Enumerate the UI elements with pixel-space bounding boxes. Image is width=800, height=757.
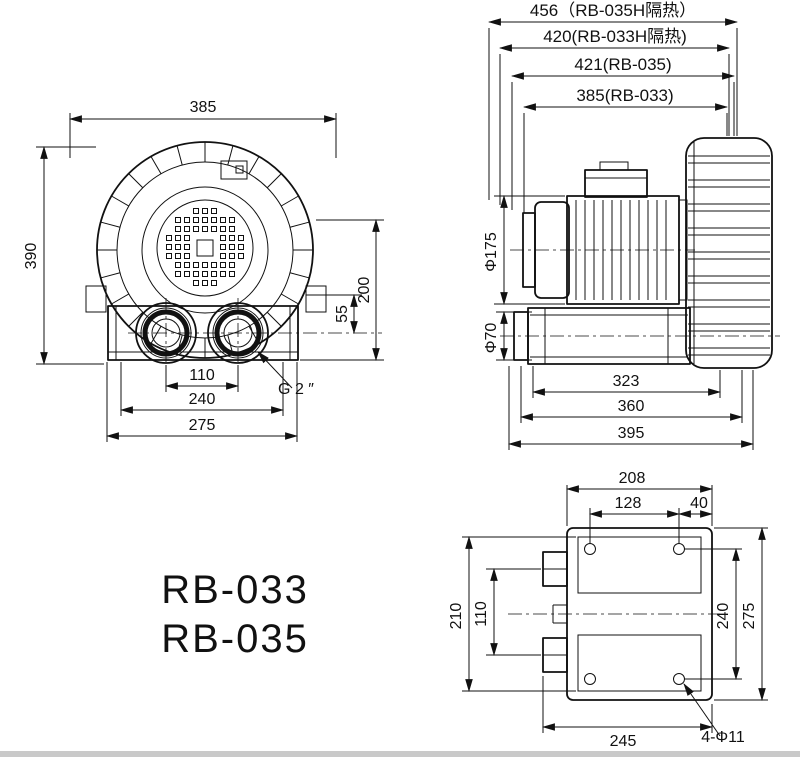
front-dimensions: 385 390 110 240 275 G 2 ″ (23, 99, 384, 442)
side-view: 456（RB-035H隔热） 420(RB-033H隔热) 421(RB-035… (483, 1, 780, 450)
dim-240-bottom: 240 (715, 603, 732, 630)
inlet-grille (166, 208, 244, 286)
terminal-box (584, 169, 648, 198)
dim-40: 40 (690, 495, 708, 512)
dim-421: 421(RB-035) (574, 55, 671, 74)
nameplate-box (220, 160, 248, 180)
dim-385-side: 385(RB-033) (576, 86, 673, 105)
bottom-pad (577, 634, 702, 692)
grille-center-plate (196, 239, 214, 257)
dim-395: 395 (618, 425, 645, 442)
model-label-rb035: RB-035 (161, 617, 309, 661)
top-pad (577, 536, 702, 594)
holes-callout: 4-Φ11 (701, 729, 745, 746)
dim-323: 323 (613, 373, 640, 390)
front-view: 385 390 110 240 275 G 2 ″ (23, 99, 384, 442)
model-label-rb033: RB-033 (161, 568, 309, 612)
thread-callout: G 2 ″ (278, 381, 314, 398)
right-mount-ear (305, 285, 327, 313)
motor (522, 161, 688, 305)
dim-front-width: 385 (190, 99, 217, 116)
base-and-ports (107, 298, 382, 372)
side-left-dimensions: Φ175 Φ70 (483, 194, 565, 362)
side-top-dimensions: 456（RB-035H隔热） 420(RB-033H隔热) 421(RB-035… (487, 1, 739, 213)
mount-hole (584, 543, 596, 555)
dim-208: 208 (619, 470, 646, 487)
left-mount-ear (85, 285, 107, 313)
dim-front-height: 390 (23, 243, 40, 270)
side-bottom-dimensions: 323 360 395 (507, 366, 755, 450)
dim-pipe-diameter: Φ70 (483, 323, 500, 354)
page-bottom-edge (0, 751, 800, 757)
mount-hole (673, 673, 685, 685)
dim-210: 210 (448, 603, 465, 630)
dim-245: 245 (610, 733, 637, 750)
dim-275-bottom: 275 (741, 603, 758, 630)
dim-456-insulated: 456（RB-035H隔热） (530, 1, 696, 20)
blower-housing-side (685, 137, 773, 369)
bottom-view: 208 128 40 210 110 240 (448, 470, 768, 750)
dim-110-bottom: 110 (473, 601, 490, 627)
nameplate-detail (235, 165, 244, 174)
housing-ribs (688, 155, 770, 356)
bottom-view-dimensions: 208 128 40 210 110 240 (448, 470, 768, 750)
dim-base-240: 240 (189, 391, 216, 408)
dim-420-insulated: 420(RB-033H隔热) (543, 27, 687, 46)
mount-hole (673, 543, 685, 555)
dim-55: 55 (334, 305, 351, 323)
dim-motor-diameter: Φ175 (483, 232, 500, 272)
dim-port-spacing: 110 (189, 367, 215, 384)
dim-base-275: 275 (189, 417, 216, 434)
dim-360: 360 (618, 398, 645, 415)
dim-128: 128 (615, 495, 642, 512)
radial-cooling-fins (97, 142, 313, 358)
mount-hole (584, 673, 596, 685)
fan-housing (85, 141, 327, 359)
dim-200: 200 (356, 277, 373, 304)
